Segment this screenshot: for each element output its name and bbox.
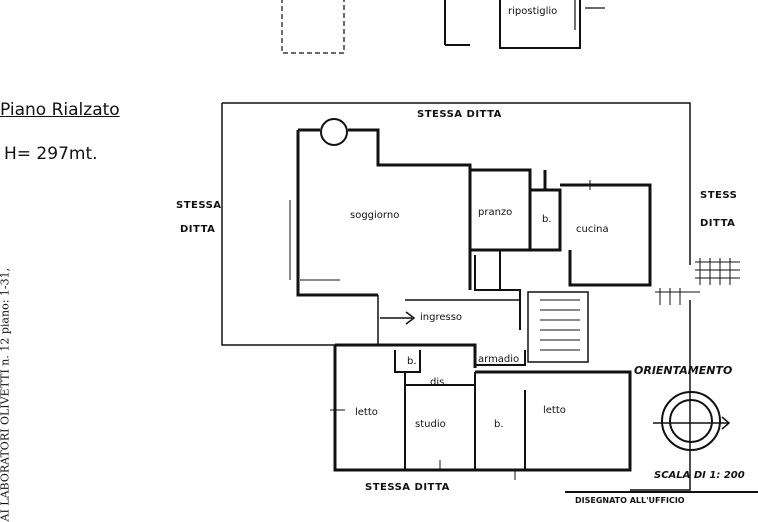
orientation-label: ORIENTAMENTO [634,364,733,377]
floor-plan: ripostiglio STESSA DITTA STESSA DITTA ST… [176,0,758,493]
column-icon [320,118,348,146]
room-label-ingresso: ingresso [420,312,462,323]
upper-dashed-area [281,0,345,54]
compass-icon [653,391,731,451]
room-label-disimpegno: dis. [430,377,448,388]
room-label-ripostiglio: ripostiglio [508,6,557,17]
room-label-soggiorno: soggiorno [350,210,399,221]
neighbor-left-1: STESSA [176,200,222,211]
exterior-stairs [655,258,740,305]
scale-label: SCALA DI 1: 200 [654,470,745,481]
kitchen-dining-walls [470,168,652,287]
neighbor-left-2: DITTA [180,224,215,235]
bedroom-wing-walls [333,343,632,472]
floor-title: Piano Rialzato [0,100,120,120]
ceiling-height: H= 297mt. [4,144,98,164]
property-boundary [221,102,691,491]
ripostiglio-walls [499,0,581,49]
room-label-letto2: letto [543,405,566,416]
room-label-pranzo: pranzo [478,207,512,218]
room-label-cucina: cucina [576,224,609,235]
stairs [527,291,589,363]
room-label-letto1: letto [355,407,378,418]
room-label-armadio: armadio [478,354,519,365]
neighbor-top: STESSA DITTA [417,109,502,120]
neighbor-right-1: STESS [700,190,737,201]
upper-wall [444,0,470,46]
entrance-arrow-icon [380,311,416,325]
neighbor-right-2: DITTA [700,218,735,229]
room-label-bagno1: b. [542,214,552,225]
room-label-bagno2: b. [407,356,417,367]
office-label: DISEGNATO ALL'UFFICIO [575,496,685,505]
neighbor-bottom: STESSA DITTA [365,482,450,493]
room-label-bagno3: b. [494,419,504,430]
soggiorno-walls [296,128,472,297]
room-label-studio: studio [415,419,446,430]
